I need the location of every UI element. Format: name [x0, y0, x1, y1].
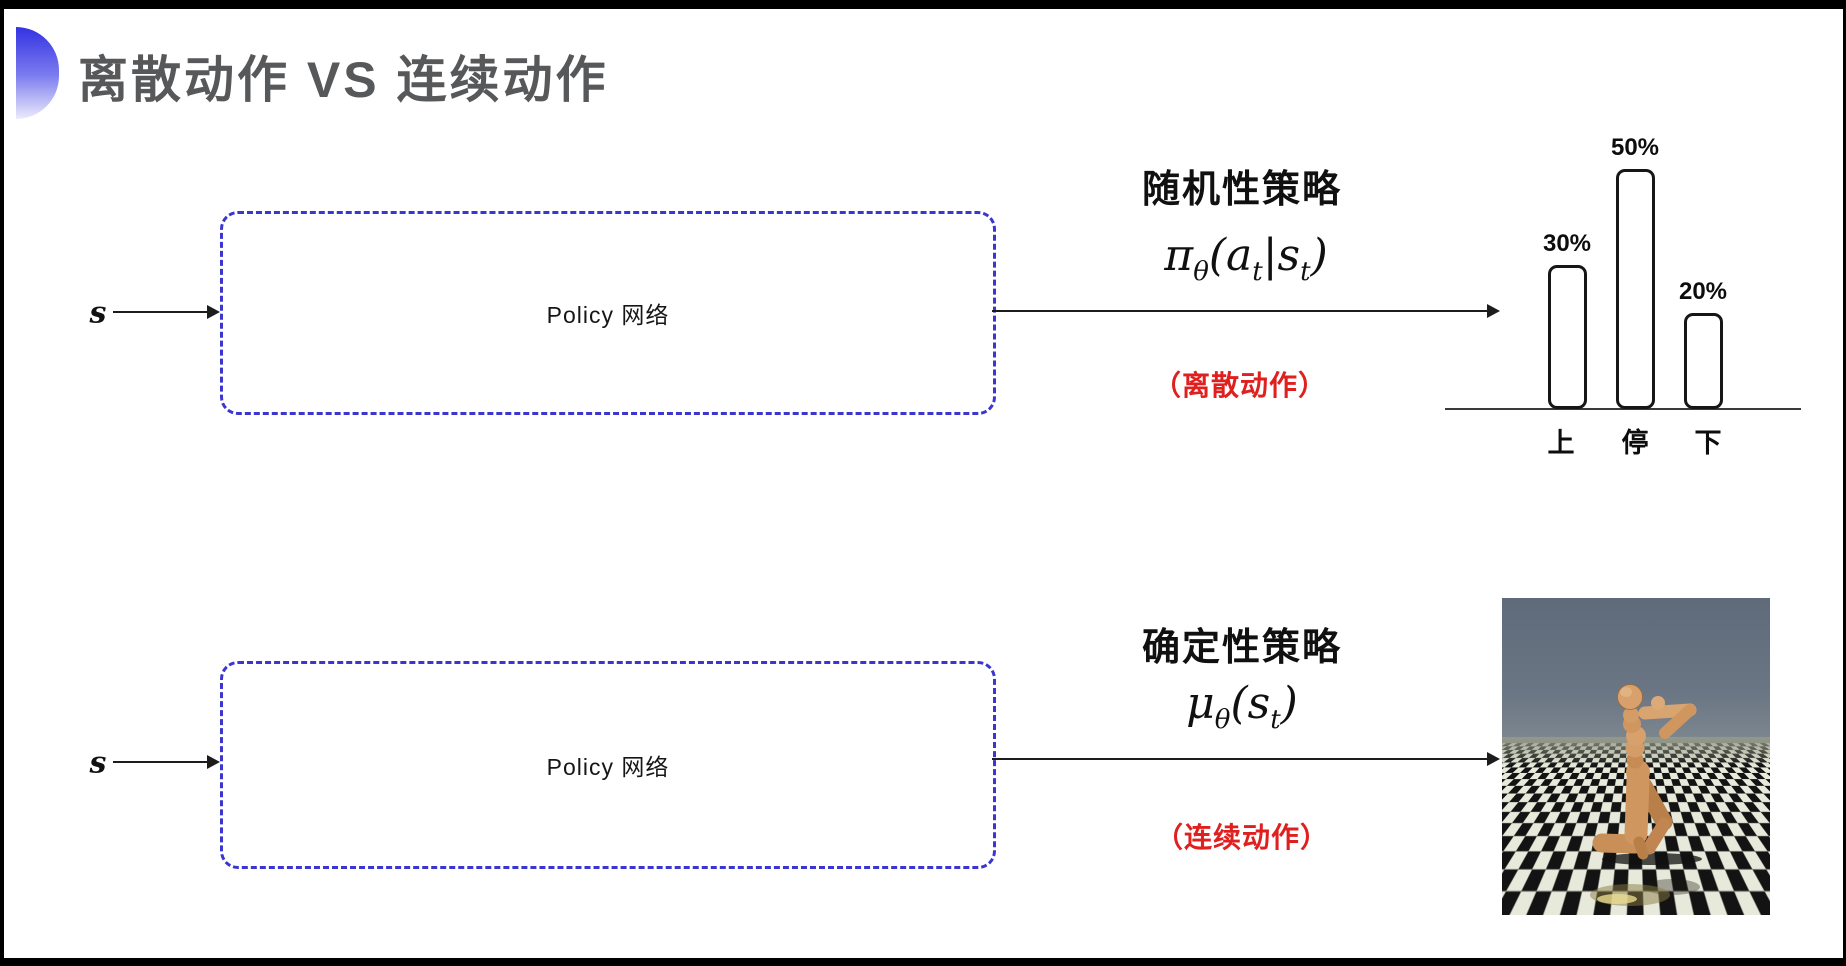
state-input-label-top: s: [89, 295, 107, 331]
formula-pi: π: [1164, 230, 1194, 281]
frame-edge-left: [0, 0, 4, 966]
policy-network-box-bottom: Policy 网络: [220, 661, 996, 869]
arrow-policy-to-output-bottom: [992, 752, 1500, 766]
bar-value-label: 50%: [1610, 134, 1660, 161]
formula-t-sub: t: [1300, 256, 1311, 287]
formula-close: ): [1310, 230, 1328, 281]
humanoid-robot-illustration: [1590, 684, 1702, 906]
bar-column-up: 30%: [1527, 128, 1607, 409]
formula-bar-s: |s: [1262, 230, 1301, 281]
arrow-state-to-policy-bottom: [113, 755, 220, 769]
bar-value-label: 30%: [1542, 230, 1592, 257]
frame-edge-top: [0, 0, 1846, 9]
formula-open-s: (s: [1230, 678, 1271, 729]
bar-column-down: 20%: [1663, 128, 1743, 409]
bar-chart-axis: [1445, 408, 1801, 410]
bar-category-up: 上: [1547, 428, 1575, 458]
deterministic-policy-title: 确定性策略: [1141, 627, 1343, 669]
title-accent-half-disc-icon: [16, 27, 59, 119]
arrow-policy-to-output-top: [992, 304, 1500, 318]
frame-edge-right: [1843, 0, 1846, 966]
arrowhead-icon: [1487, 752, 1500, 766]
policy-box-label-bottom: Policy 网络: [546, 754, 670, 780]
arrowhead-icon: [1487, 304, 1500, 318]
arrowhead-icon: [207, 305, 220, 319]
stochastic-policy-title: 随机性策略: [1141, 169, 1343, 211]
formula-open-a: (a: [1208, 230, 1253, 281]
formula-mu: μ: [1186, 678, 1215, 729]
humanoid-simulation-image: [1502, 598, 1770, 915]
formula-t-sub: t: [1252, 256, 1263, 287]
bar-down: [1683, 313, 1723, 409]
bar-up: [1547, 265, 1587, 409]
policy-box-label-top: Policy 网络: [546, 302, 670, 328]
formula-theta-sub: θ: [1193, 256, 1209, 287]
frame-edge-bottom: [0, 958, 1846, 966]
bar-stop: [1615, 169, 1655, 409]
page-title: 离散动作 VS 连续动作: [78, 52, 609, 108]
stochastic-policy-formula: πθ(at|st): [1164, 230, 1328, 285]
arrow-state-to-policy-top: [113, 305, 220, 319]
state-input-label-bottom: s: [89, 745, 107, 781]
discrete-action-note: （离散动作）: [1152, 370, 1328, 401]
formula-close: ): [1280, 678, 1298, 729]
arrowhead-icon: [207, 755, 220, 769]
bar-category-stop: 停: [1621, 428, 1649, 458]
policy-network-box-top: Policy 网络: [220, 211, 996, 415]
bar-value-label: 20%: [1678, 278, 1728, 305]
bar-category-down: 下: [1694, 428, 1722, 458]
deterministic-policy-formula: μθ(st): [1186, 678, 1298, 733]
continuous-action-note: （连续动作）: [1154, 822, 1330, 853]
bar-column-stop: 50%: [1595, 128, 1675, 409]
formula-theta-sub: θ: [1214, 704, 1231, 735]
formula-t-sub: t: [1270, 704, 1281, 735]
